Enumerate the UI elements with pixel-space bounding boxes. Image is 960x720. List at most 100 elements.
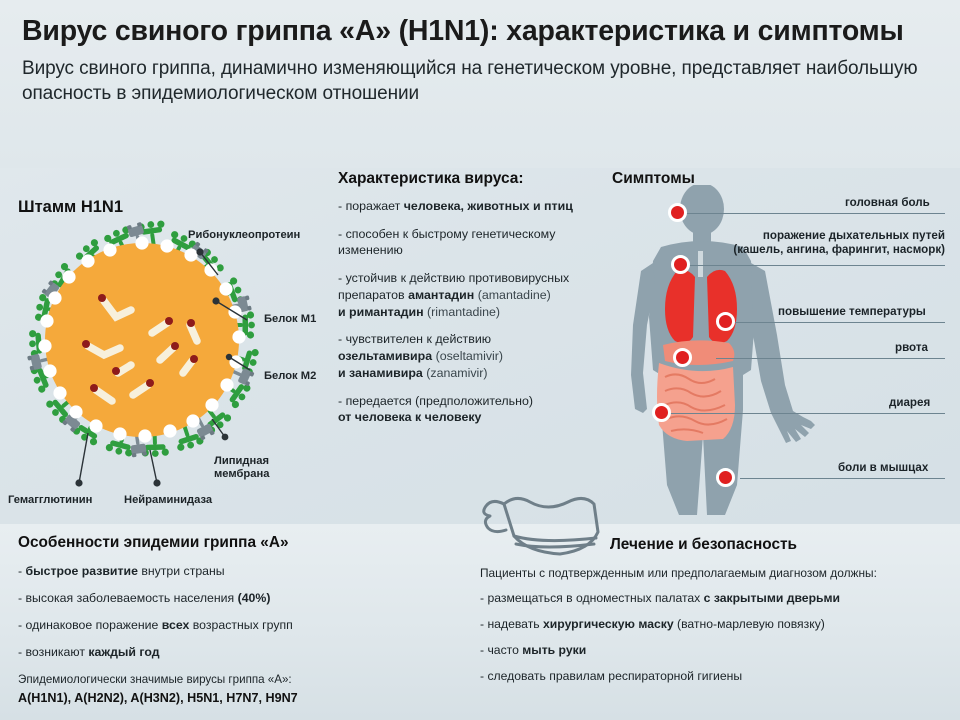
char-text: - передается (предположительно) (338, 393, 533, 408)
lipid-membrane-beads (38, 236, 246, 443)
item-text: одинаковое поражение (25, 617, 162, 632)
symptom-label-respiratory: поражение дыхательных путей (кашель, анг… (706, 229, 945, 258)
characteristic-item: - поражает человека, животных и птиц (338, 198, 606, 215)
item-bold: каждый год (88, 644, 160, 659)
human-body-figure (625, 183, 835, 515)
char-bold: озельтамивира (338, 349, 433, 364)
char-bold: от человека к человеку (338, 410, 482, 425)
virus-label-protein-m1: Белок М1 (264, 313, 317, 325)
intestines-organ (657, 363, 735, 441)
epidemic-panel: Особенности эпидемии гриппа «А» - быстро… (18, 534, 458, 705)
char-bold: и занамивира (338, 365, 423, 380)
epidemic-item: - быстрое развитие внутри страны (18, 564, 458, 580)
item-bold: (40%) (237, 590, 271, 605)
symptom-marker-muscle-pain[interactable] (716, 468, 735, 487)
characteristic-item: - передается (предположительно) от челов… (338, 393, 606, 426)
item-text: высокая заболеваемость населения (25, 590, 238, 605)
symptom-marker-fever[interactable] (716, 312, 735, 331)
treatment-item: - размещаться в одноместных палатах с за… (480, 591, 950, 607)
bullet-dash: - (18, 590, 26, 605)
epidemic-title: Особенности эпидемии гриппа «А» (18, 534, 289, 551)
treatment-item: - следовать правилам респираторной гигие… (480, 669, 950, 685)
treatment-body: Пациенты с подтвержденным или предполага… (480, 566, 950, 694)
virus-label-protein-m2: Белок М2 (264, 370, 317, 382)
characteristic-item: - устойчив к действию противовирусных пр… (338, 270, 606, 320)
item-text: - размещаться в одноместных палатах (480, 591, 704, 605)
symptom-marker-vomiting[interactable] (673, 348, 692, 367)
item-text: возникают (25, 644, 89, 659)
treatment-title: Лечение и безопасность (610, 536, 798, 553)
virus-label-hemagglutinin: Гемагглютинин (8, 494, 93, 506)
epidemic-item: - одинаковое поражение всех возрастных г… (18, 618, 458, 634)
char-text: - способен к быстрому генетическому изме… (338, 226, 556, 258)
epidemic-item: - возникают каждый год (18, 645, 458, 661)
item-text: - часто (480, 642, 523, 657)
virus-leader-dots (75, 248, 233, 487)
treatment-item: - надевать хирургическую маску (ватно-ма… (480, 617, 950, 633)
characteristics-heading: Характеристика вируса: (338, 170, 524, 187)
virus-label-lipid-membrane: Липидная мембрана (214, 455, 270, 481)
surgical-mask-icon (472, 488, 622, 563)
char-latin: (amantadine) (477, 287, 551, 302)
char-bold: амантадин (408, 287, 475, 302)
bottom-panel-background (0, 524, 960, 720)
symptom-label-muscle-pain: боли в мышцах (838, 461, 929, 474)
virus-diagram (0, 205, 330, 515)
bullet-dash: - (18, 644, 26, 659)
char-bold: человека, животных и птиц (403, 199, 573, 213)
item-text: - следовать правилам респираторной гигие… (480, 668, 743, 683)
ribonucleoprotein-strands (82, 294, 201, 405)
char-text: - устойчив к действию противовирусных пр… (338, 271, 570, 302)
epidemic-strains: A(H1N1), A(H2N2), A(H3N2), H5N1, H7N7, H… (18, 690, 298, 705)
symptom-rule (735, 322, 945, 323)
symptom-rule (716, 358, 945, 359)
symptom-marker-respiratory[interactable] (671, 255, 690, 274)
symptom-label-fever: повышение температуры (778, 305, 926, 318)
item-bold: быстрое развитие (25, 564, 138, 578)
item-text: внутри страны (137, 564, 225, 578)
symptom-label-line2: (кашель, ангина, фарингит, насморк) (733, 243, 945, 257)
virus-section-heading: Штамм H1N1 (18, 198, 124, 216)
virus-label-ribonucleoprotein: Рибонуклеопротеин (188, 229, 301, 241)
header: Вирус свиного гриппа «А» (H1N1): характе… (0, 0, 960, 168)
epidemic-item: - высокая заболеваемость населения (40%) (18, 591, 458, 607)
characteristic-item: - чувствителен к действию озельтамивира … (338, 331, 606, 381)
page-subtitle: Вирус свиного гриппа, динамично изменяющ… (22, 58, 918, 104)
treatment-item: - часто мыть руки (480, 643, 950, 659)
item-bold: с закрытыми дверьми (703, 591, 841, 605)
char-latin: (oseltamivir) (435, 349, 504, 364)
item-bold: хирургическую маску (543, 616, 674, 631)
symptom-label-headache: головная боль (845, 196, 930, 209)
characteristics-list: - поражает человека, животных и птиц - с… (338, 198, 606, 437)
char-text: - поражает (338, 199, 404, 213)
char-bold: и римантадин (338, 304, 424, 319)
body-illustration (631, 183, 815, 515)
symptom-marker-headache[interactable] (668, 203, 687, 222)
virus-label-neuraminidase: Нейраминидаза (124, 494, 213, 506)
symptom-rule (681, 265, 945, 266)
characteristic-item: - способен к быстрому генетическому изме… (338, 226, 606, 259)
bullet-dash: - (18, 564, 26, 578)
char-latin: (zanamivir) (426, 365, 488, 380)
symptom-marker-diarrhea[interactable] (652, 403, 671, 422)
char-latin: (rimantadine) (427, 304, 501, 319)
item-text: - надевать (480, 616, 544, 631)
item-text: возрастных групп (189, 617, 293, 632)
item-text: (ватно-марлевую повязку) (673, 616, 825, 631)
epidemic-note: Эпидемиологически значимые вирусы гриппа… (18, 672, 292, 686)
page-title: Вирус свиного гриппа «А» (H1N1): характе… (22, 15, 904, 47)
symptom-label-line1: поражение дыхательных путей (762, 229, 945, 242)
symptoms-heading: Симптомы (612, 170, 695, 187)
treatment-intro: Пациенты с подтвержденным или предполага… (480, 566, 877, 580)
virus-illustration (27, 219, 261, 487)
symptom-rule (740, 478, 945, 479)
char-text: - чувствителен к действию (338, 332, 492, 347)
item-bold: мыть руки (522, 642, 587, 657)
symptom-label-vomiting: рвота (895, 341, 928, 354)
symptom-label-diarrhea: диарея (889, 396, 931, 409)
item-bold: всех (161, 617, 190, 632)
virus-leader-lines (78, 251, 251, 484)
bullet-dash: - (18, 617, 26, 632)
symptom-rule (673, 213, 945, 214)
